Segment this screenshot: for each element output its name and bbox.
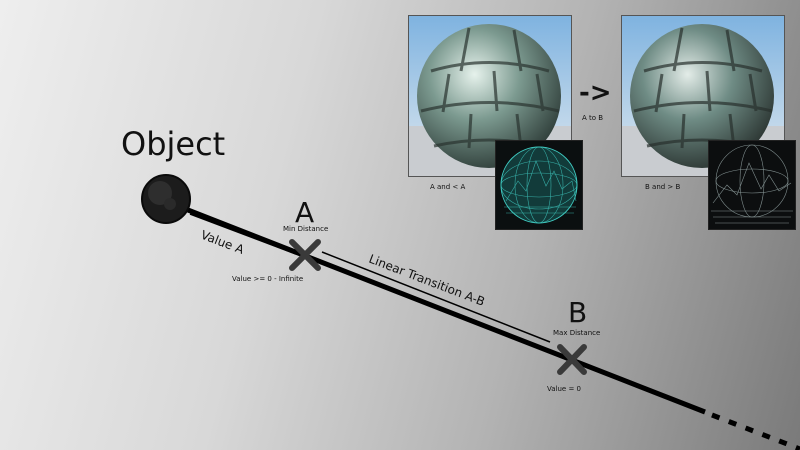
point-a-letter: A	[295, 196, 314, 229]
point-b-letter: B	[568, 296, 587, 329]
hologram-terrain-a-thumbnail	[495, 140, 583, 230]
object-label: Object	[121, 125, 225, 163]
transition-arrow: ->	[579, 78, 612, 108]
marker-b-x-icon	[557, 344, 587, 375]
marker-a-x-icon	[289, 239, 321, 271]
point-b-caption: Max Distance	[553, 329, 600, 337]
segment-transition-label: Linear Transition A-B	[367, 252, 487, 309]
point-a-caption: Min Distance	[283, 225, 328, 233]
hologram-sphere-image	[496, 141, 582, 229]
object-sphere	[141, 174, 191, 224]
image-left-caption: A and < A	[430, 183, 466, 191]
segment-a-guide	[189, 213, 297, 255]
wireframe-terrain-image	[709, 141, 795, 229]
image-right-caption: B and > B	[645, 183, 681, 191]
segment-transition-guide	[321, 251, 551, 343]
point-a-value-note: Value >= 0 - Infinite	[232, 275, 303, 283]
distance-line-continuation	[711, 412, 800, 450]
point-b-value-note: Value = 0	[547, 385, 581, 393]
arrow-caption: A to B	[582, 114, 604, 122]
distance-line	[169, 200, 706, 415]
hologram-terrain-b-thumbnail	[708, 140, 796, 230]
